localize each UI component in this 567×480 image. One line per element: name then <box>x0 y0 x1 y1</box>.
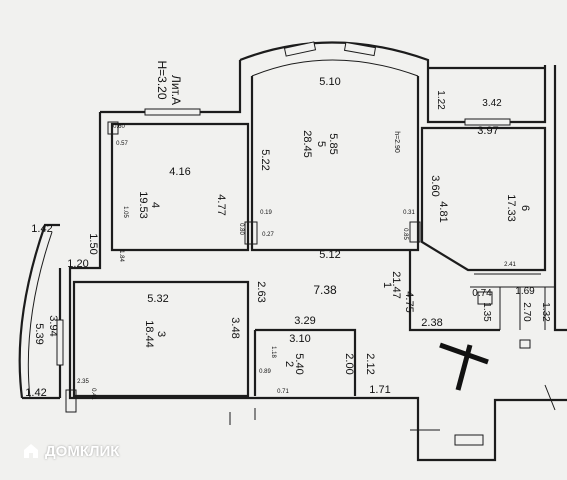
dimension-label-l1: 1 <box>381 282 393 288</box>
dimension-label-s027: 0.27 <box>262 232 274 238</box>
dimension-label-l132: 1.32 <box>540 302 551 322</box>
column-room5 <box>409 221 421 243</box>
dimension-label-l475: 4.75 <box>403 291 415 312</box>
dimension-label-l348: 3.48 <box>229 317 241 338</box>
dimension-label-s060: 0.60 <box>113 124 125 130</box>
wall-right <box>428 65 567 332</box>
dimension-label-l738: 7.38 <box>313 283 337 297</box>
dimension-label-s184: 1.84 <box>118 250 124 262</box>
dimension-label-l122: 1.22 <box>435 90 446 110</box>
dimension-label-s118: 1.18 <box>270 346 276 358</box>
loggia-inner <box>27 231 53 399</box>
dimension-label-l481: 4.81 <box>437 201 449 222</box>
dimension-label-l2147: 21.47 <box>390 271 402 299</box>
dimension-label-s080: 0.80 <box>238 223 244 235</box>
dimension-label-l522: 5.22 <box>259 149 271 170</box>
window-room6 <box>464 118 511 126</box>
column-room4 <box>107 121 119 135</box>
wall-room2 <box>253 328 357 396</box>
entrance-marker-icon <box>439 342 489 391</box>
wall-room4 <box>110 122 250 252</box>
dimension-label-l3: 3 <box>155 331 167 337</box>
window-room4 <box>144 108 201 116</box>
dimension-label-l150: 1.50 <box>87 233 99 254</box>
dimension-label-s105: 1.05 <box>122 206 128 218</box>
dimension-label-l142b: 1.42 <box>25 387 46 399</box>
bay-inner-arc <box>251 59 419 77</box>
dimension-label-l585: 5.85 <box>327 133 339 154</box>
dimension-label-l512: 5.12 <box>319 249 340 261</box>
dimension-label-l540: 5.40 <box>293 353 305 374</box>
height-label: H=3.20 <box>155 60 169 99</box>
dimension-label-l394: 3.94 <box>47 315 59 336</box>
dimension-label-l241: 2.41 <box>504 262 516 268</box>
stair-block <box>454 434 484 446</box>
dimension-label-l5: 5 <box>315 141 327 147</box>
dimension-label-l238: 2.38 <box>421 317 442 329</box>
dimension-label-l142a: 1.42 <box>31 223 52 235</box>
dimension-label-l310: 3.10 <box>289 333 310 345</box>
wall-hall <box>408 250 500 332</box>
domclick-house-icon <box>24 444 38 458</box>
dimension-label-l397: 3.97 <box>477 125 498 137</box>
watermark-text: ДОМКЛИК <box>45 442 120 460</box>
dimension-label-l270: 2.70 <box>521 302 532 322</box>
dimension-label-l1844: 18.44 <box>143 320 155 348</box>
lit-label: Лит.А <box>169 75 183 105</box>
wall-room5 <box>250 76 420 252</box>
shaft-2 <box>519 339 531 349</box>
dimension-label-l200: 2.00 <box>343 353 355 374</box>
floor-marks <box>229 384 556 431</box>
dimension-label-l135: 1.35 <box>481 302 492 322</box>
dimension-label-s235: 2.35 <box>77 379 89 385</box>
dimension-label-l510: 5.10 <box>319 76 340 88</box>
dimension-label-l2: 2 <box>283 361 295 367</box>
dimension-label-l120: 1.20 <box>67 258 88 270</box>
dimension-label-s085: 0.85 <box>402 228 408 240</box>
window-bay-left <box>283 41 317 57</box>
dimension-label-l539: 5.39 <box>33 323 45 344</box>
dimension-label-l342: 3.42 <box>482 98 502 109</box>
dimension-label-l477: 4.77 <box>215 194 227 215</box>
window-room3 <box>56 319 64 366</box>
dimension-label-l4: 4 <box>149 202 161 208</box>
shaft-1 <box>477 291 493 305</box>
dimension-label-l263: 2.63 <box>255 281 267 302</box>
dimension-label-l1733: 17.33 <box>505 194 517 222</box>
dimension-label-s089: 0.89 <box>259 369 271 375</box>
dimension-label-l416: 4.16 <box>169 166 190 178</box>
dimension-label-s071: 0.71 <box>277 389 289 395</box>
dimension-label-s019: 0.19 <box>260 210 272 216</box>
wall-room3 <box>72 280 250 398</box>
dimension-label-s041: 0.41 <box>90 388 96 400</box>
dimension-label-l171: 1.71 <box>369 384 390 396</box>
dimension-label-l329: 3.29 <box>294 315 315 327</box>
wall-loggia <box>18 223 62 400</box>
dimension-label-l074: 0.74 <box>472 288 492 299</box>
dimension-label-l169: 1.69 <box>515 286 535 297</box>
dimension-label-s057: 0.57 <box>116 141 128 147</box>
wall-room6 <box>420 126 547 272</box>
column-center <box>244 221 258 245</box>
dimension-label-l1953: 19.53 <box>137 191 149 219</box>
dimension-label-l2845: 28.45 <box>301 130 313 158</box>
column-bottom-left <box>65 389 77 413</box>
window-bay-right <box>343 41 377 57</box>
dimension-label-l532: 5.32 <box>147 293 168 305</box>
wall-left-block <box>68 112 567 462</box>
dimension-label-l360: 3.60 <box>429 175 441 196</box>
dimension-label-lh290: h=2.90 <box>393 131 400 153</box>
wall-small-rooms <box>470 286 555 330</box>
dimension-label-s031: 0.31 <box>403 210 415 216</box>
domclick-watermark: ДОМКЛИК <box>22 442 119 460</box>
dimension-label-l212: 2.12 <box>364 353 376 374</box>
dimension-label-l6: 6 <box>519 205 531 211</box>
